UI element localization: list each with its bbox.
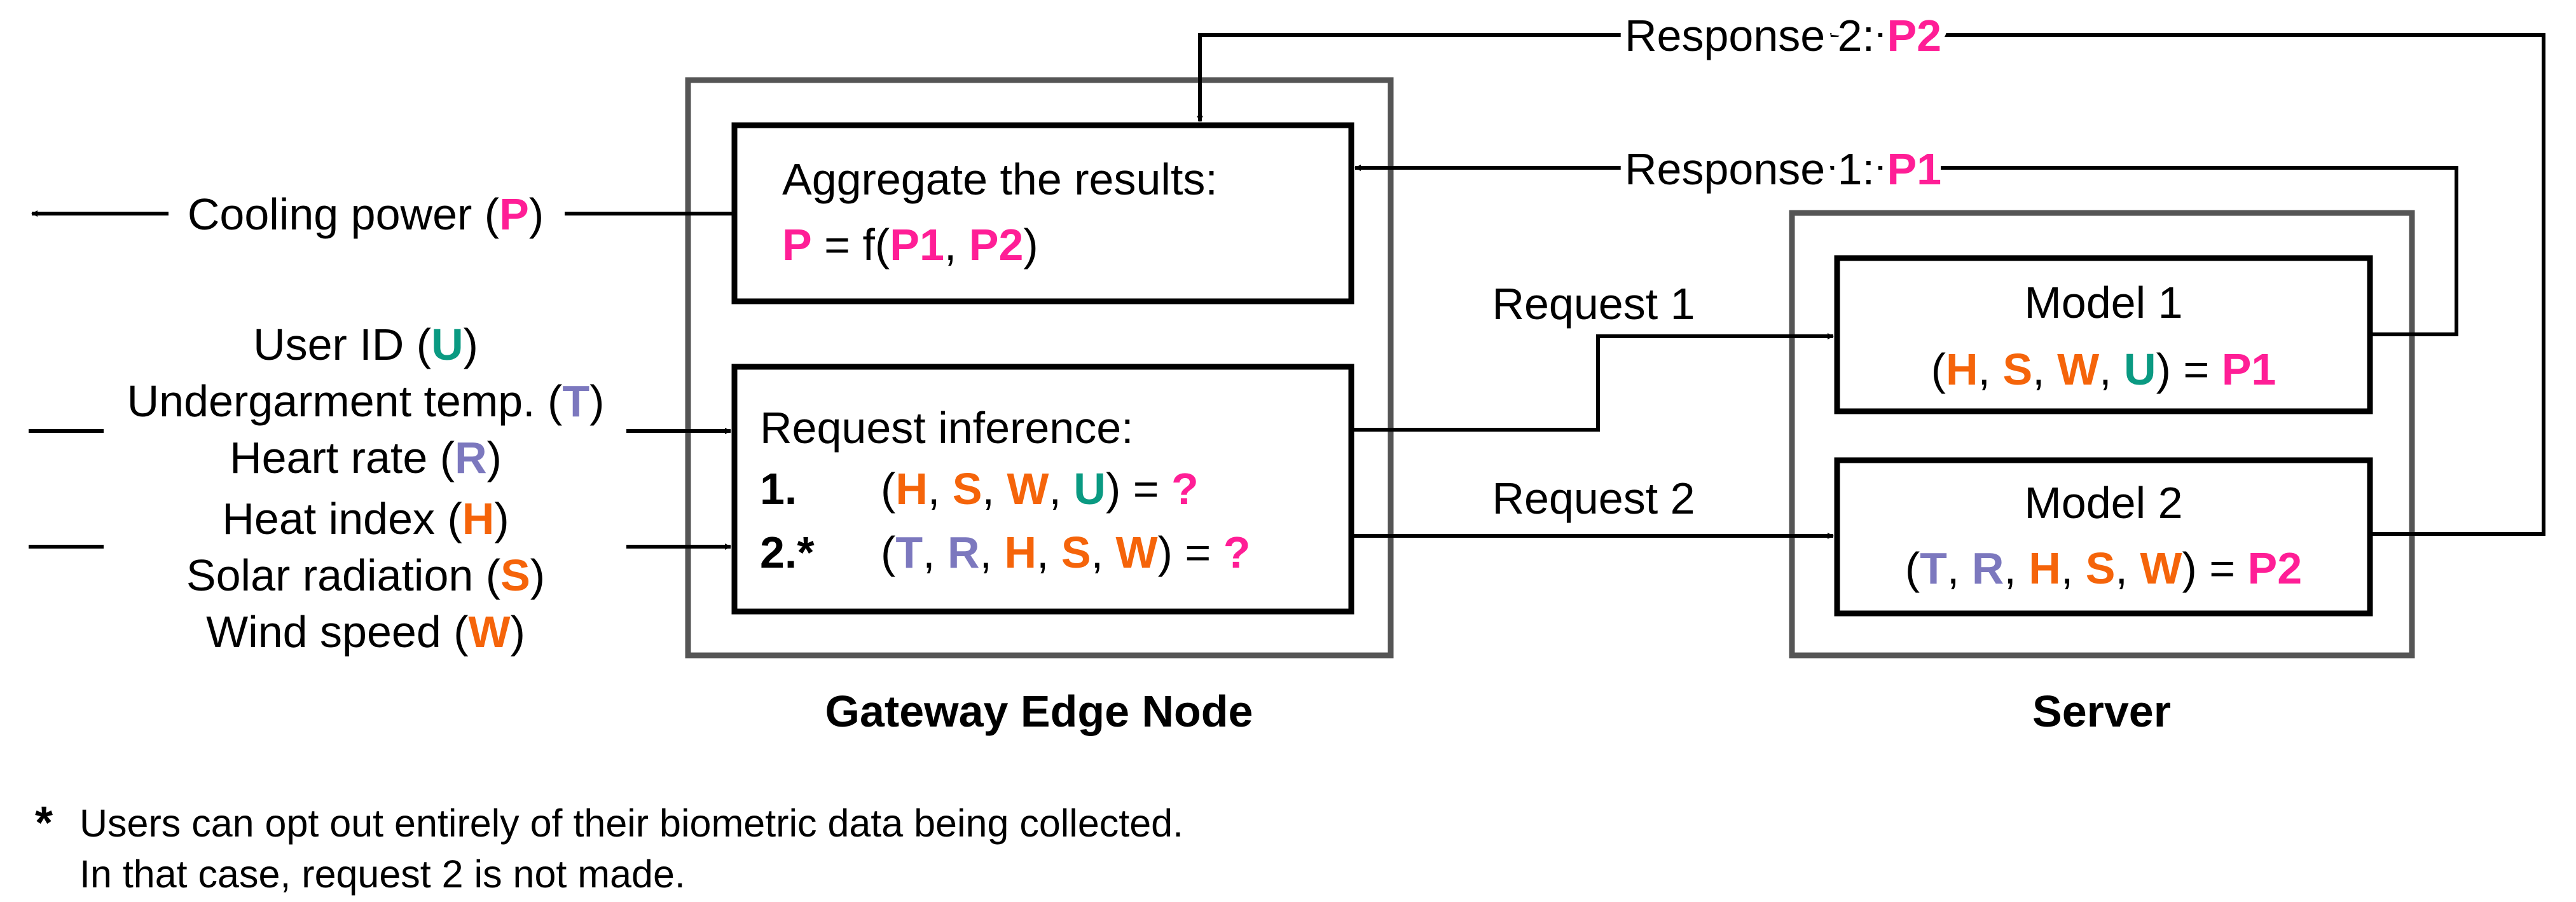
response-1-label: Response 1: P1	[1625, 144, 1941, 194]
server-container	[1789, 210, 2415, 659]
server-label: Server	[2032, 687, 2171, 736]
request-1-signature: (H, S, W, U) = ?	[881, 464, 1199, 514]
input-heat-index: Heat index (H)	[222, 494, 509, 543]
input-heart-rate: Heart rate (R)	[230, 433, 502, 482]
aggregate-title: Aggregate the results:	[782, 154, 1218, 204]
input-wind-speed: Wind speed (W)	[206, 607, 525, 657]
input-user-id: User ID (U)	[253, 320, 478, 369]
model-2-box	[1834, 457, 2373, 617]
gateway-edge-node-label: Gateway Edge Node	[825, 687, 1253, 736]
request-1-arrow	[1351, 333, 1834, 432]
response-2-arrow	[1197, 33, 2545, 536]
input-undergarment-temp: Undergarment temp. (T)	[127, 376, 605, 426]
response-1-arrow	[1354, 165, 2458, 336]
response-2-label: Response 2: P2	[1625, 11, 1941, 60]
footnote-marker: *	[35, 798, 53, 849]
gateway-edge-node-container	[685, 77, 1394, 659]
aggregate-box	[731, 122, 1354, 304]
request-1-label: Request 1	[1492, 279, 1695, 329]
request-2-signature: (T, R, H, S, W) = ?	[881, 528, 1250, 577]
footnote-line-1: Users can opt out entirely of their biom…	[79, 802, 1184, 845]
model-1-formula: (H, S, W, U) = P1	[1931, 345, 2276, 394]
request-inference-title: Request inference:	[760, 403, 1134, 453]
cooling-power-label: Cooling power (P)	[188, 189, 544, 239]
input-solar-radiation: Solar radiation (S)	[186, 550, 545, 600]
footnote-line-2: In that case, request 2 is not made.	[79, 852, 685, 896]
model-2-title: Model 2	[2024, 478, 2182, 528]
request-2-label: Request 2	[1492, 474, 1695, 523]
aggregate-formula: P = f(P1, P2)	[782, 220, 1038, 270]
model-1-title: Model 1	[2024, 278, 2182, 327]
model-2-formula: (T, R, H, S, W) = P2	[1905, 543, 2302, 593]
model-1-box	[1834, 255, 2373, 414]
request-1-number: 1.	[760, 464, 797, 514]
request-2-number: 2.*	[760, 528, 815, 577]
request-inference-box	[731, 364, 1354, 615]
